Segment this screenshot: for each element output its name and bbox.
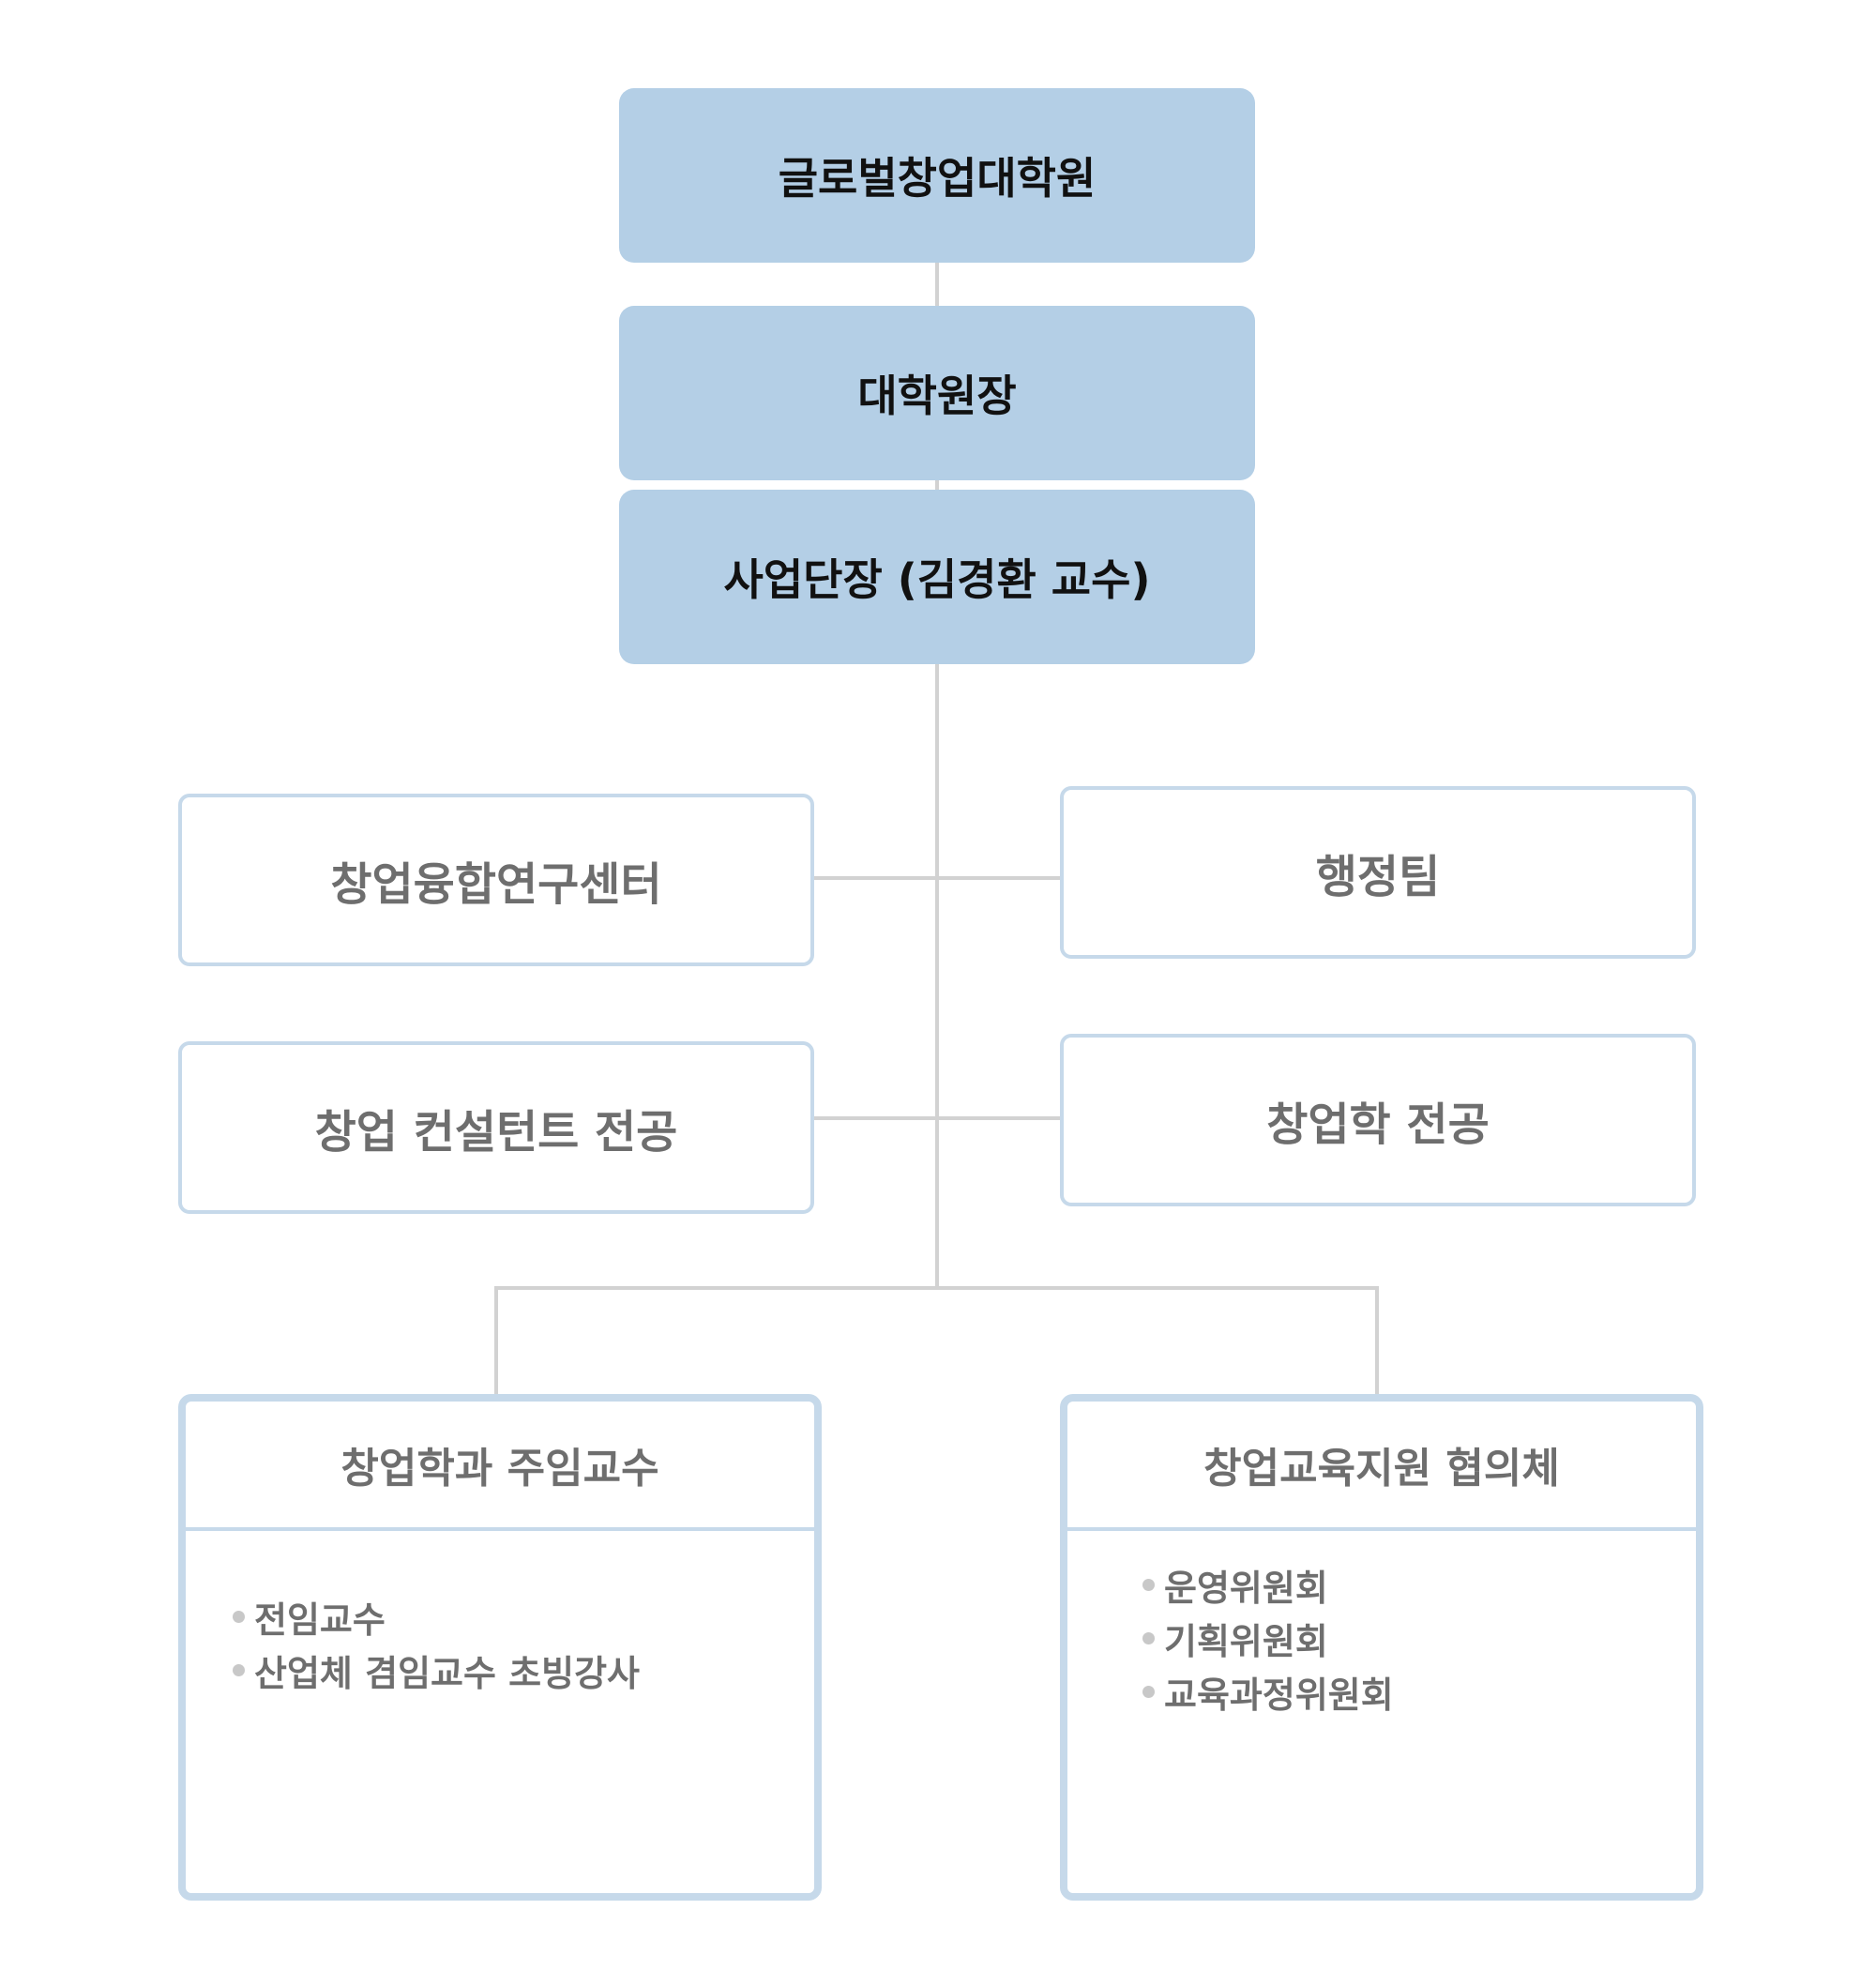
council-list: 운영위원회 기획위원회 교육과정위원회 <box>1142 1558 1394 1719</box>
root-label: 글로벌창업대학원 <box>778 153 1097 204</box>
connector-trunk <box>935 660 939 1290</box>
director-label: 사업단장 (김경환 교수) <box>723 554 1151 605</box>
dean-box: 대학원장 <box>619 306 1255 480</box>
bullet-icon <box>1142 1686 1155 1698</box>
root-box: 글로벌창업대학원 <box>619 88 1255 263</box>
list-item: 운영위원회 <box>1142 1558 1394 1612</box>
entrepreneurship-major-box: 창업학 전공 <box>1060 1034 1696 1206</box>
connector-dean-director <box>935 477 939 495</box>
connector-root-dean <box>935 261 939 310</box>
entrepreneurship-major-label: 창업학 전공 <box>1266 1099 1490 1151</box>
bullet-icon <box>233 1611 245 1623</box>
list-item: 산업체 겸임교수 초빙강사 <box>233 1644 640 1697</box>
list-item-label: 운영위원회 <box>1164 1568 1328 1609</box>
connector-bottom-branch <box>494 1286 1379 1290</box>
admin-team-label: 행정팀 <box>1315 851 1441 903</box>
list-item-label: 전임교수 <box>254 1599 386 1641</box>
list-item: 기획위원회 <box>1142 1612 1394 1665</box>
connector-row1 <box>810 876 1064 880</box>
research-center-label: 창업융합연구센터 <box>330 858 662 911</box>
connector-right-panel <box>1375 1286 1379 1396</box>
consultant-major-box: 창업 컨설턴트 전공 <box>178 1041 814 1214</box>
council-panel-title: 창업교육지원 협의체 <box>1067 1402 1696 1531</box>
admin-team-box: 행정팀 <box>1060 786 1696 959</box>
bullet-icon <box>1142 1632 1155 1644</box>
dean-label: 대학원장 <box>857 371 1017 421</box>
list-item-label: 교육과정위원회 <box>1164 1674 1394 1716</box>
connector-left-panel <box>494 1286 498 1396</box>
connector-row2 <box>810 1116 1064 1120</box>
faculty-panel: 창업학과 주임교수 전임교수 산업체 겸임교수 초빙강사 <box>178 1394 822 1901</box>
bullet-icon <box>1142 1579 1155 1591</box>
faculty-list: 전임교수 산업체 겸임교수 초빙강사 <box>233 1590 640 1697</box>
consultant-major-label: 창업 컨설턴트 전공 <box>314 1106 678 1159</box>
council-panel: 창업교육지원 협의체 운영위원회 기획위원회 교육과정위원회 <box>1060 1394 1703 1901</box>
research-center-box: 창업융합연구센터 <box>178 794 814 966</box>
list-item: 교육과정위원회 <box>1142 1665 1394 1719</box>
list-item: 전임교수 <box>233 1590 640 1644</box>
list-item-label: 산업체 겸임교수 초빙강사 <box>254 1653 641 1694</box>
list-item-label: 기획위원회 <box>1164 1621 1328 1662</box>
director-box: 사업단장 (김경환 교수) <box>619 490 1255 664</box>
faculty-panel-title: 창업학과 주임교수 <box>186 1402 814 1531</box>
bullet-icon <box>233 1664 245 1676</box>
